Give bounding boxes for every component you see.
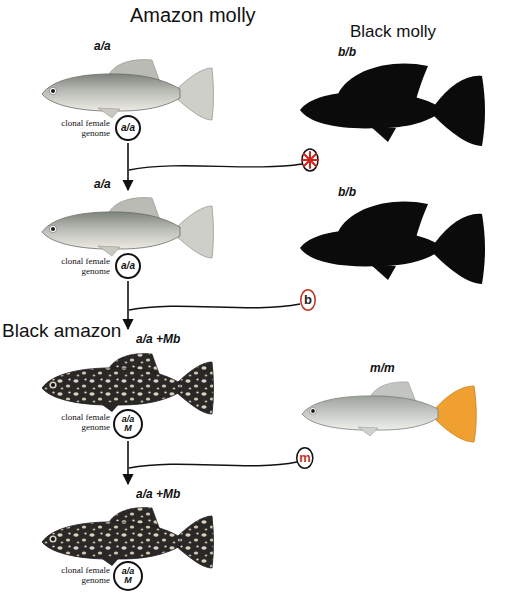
descent-arrow [127,281,129,329]
sperm-head: m [296,447,314,469]
genome-circle: a/a M [113,561,143,591]
amazon-molly-fish [42,198,214,258]
outline-shape [114,410,142,438]
genome-caption: clonal female genome [46,412,110,433]
genotype-label: a/a [94,40,111,54]
molly-fish [302,382,476,442]
genome-caption: clonal female genome [46,118,110,139]
node-text: m [299,451,311,465]
genome-circle: a/a M [113,409,143,439]
outline-shape [301,290,315,310]
black-amazon-fish [42,354,214,414]
sperm-tail [129,304,300,310]
genome-circle: a/a [115,253,141,279]
genotype-label: b/b [338,46,356,60]
genome-caption: clonal female genome [46,565,110,586]
node-text: a/a M [122,567,135,586]
black-molly-fish [300,202,485,284]
genotype-label: a/a +Mb [136,488,180,502]
sperm-head: b [300,289,316,311]
outline-shape [116,116,140,140]
black-molly-fish [300,64,485,146]
amazon-molly-fish [42,60,214,120]
node-text: a/a [121,261,135,272]
genotype-label: m/m [370,362,395,376]
node-text: a/a [121,123,135,134]
sperm-tail [129,462,297,468]
black-amazon-fish [42,508,214,568]
outline-shape [114,562,142,590]
node-text: a/a M [122,415,135,434]
genome-caption: clonal female genome [46,256,110,277]
species-title: Black molly [350,22,436,42]
species-title: Black amazon [2,320,121,342]
outline-shape [297,448,313,469]
outline-shape [116,254,140,278]
descent-arrow [127,143,129,190]
genome-circle: a/a [115,115,141,141]
sperm-head [302,149,318,171]
sperm-tail [129,164,302,170]
node-text: b [304,293,312,307]
genotype-label: a/a +Mb [136,333,180,347]
descent-arrow [127,441,129,484]
species-title: Amazon molly [130,4,256,27]
genotype-label: a/a [94,178,111,192]
genotype-label: b/b [338,186,356,200]
